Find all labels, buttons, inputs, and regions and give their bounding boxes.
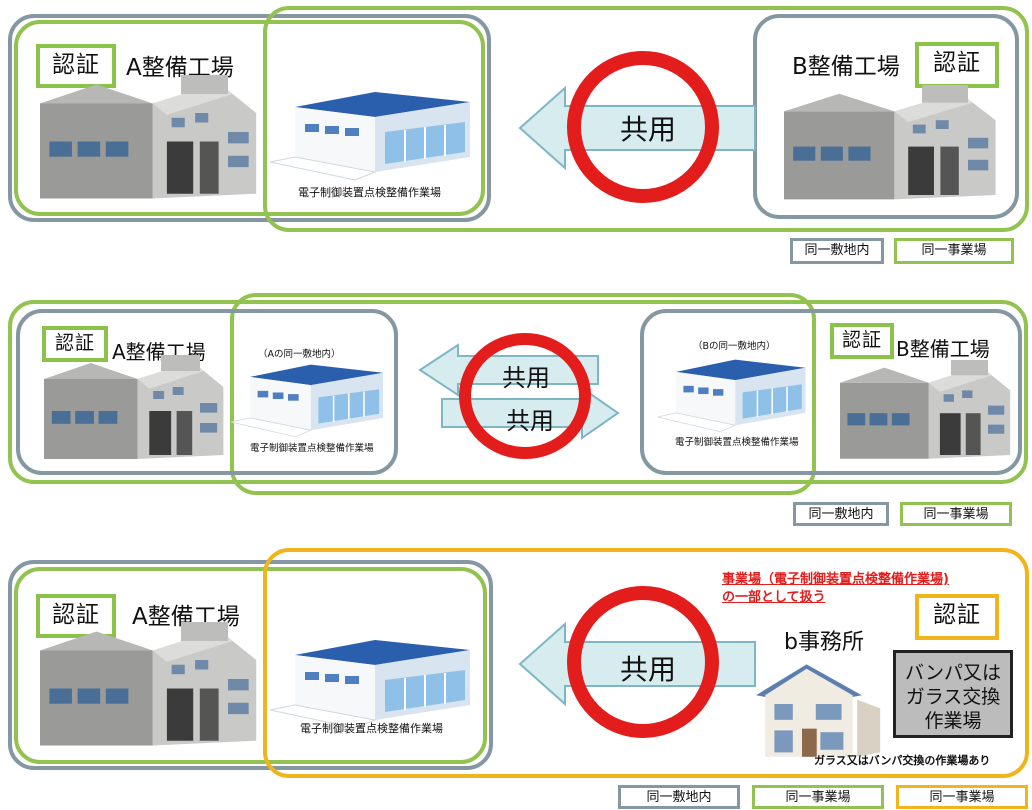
cert-badge-b: 認証	[830, 323, 894, 359]
share-label-bottom: 共用	[506, 407, 554, 435]
prohibited-circle-icon	[567, 51, 719, 203]
bumper-line3: 作業場	[924, 710, 982, 732]
a-business-boundary	[14, 20, 485, 216]
legend-same-site: 同一敷地内	[790, 238, 884, 264]
factory-building-icon	[40, 622, 257, 746]
a-workshop-caption: 電子制御装置点検整備作業場	[250, 443, 374, 454]
share-label-top: 共用	[502, 364, 550, 392]
factory-building-icon	[840, 360, 1011, 459]
a-business-boundary	[14, 567, 487, 764]
b-site-boundary	[640, 309, 1022, 475]
legend-same-site: 同一敷地内	[793, 502, 889, 526]
legend-same-business: 同一事業場	[752, 785, 884, 809]
office-title: b事務所	[784, 630, 864, 655]
red-note-line2: の一部として扱う	[722, 590, 826, 605]
cert-badge-a: 認証	[42, 326, 108, 362]
legend-same-site: 同一敷地内	[618, 785, 740, 809]
prohibited-circle-icon	[567, 586, 719, 738]
workshop-building-icon	[656, 358, 807, 433]
factory-b-title: B整備工場	[792, 54, 900, 80]
cert-badge-a: 認証	[36, 44, 116, 88]
cert-badge-b: 認証	[915, 42, 999, 88]
workshop-caption: 電子制御装置点検整備作業場	[298, 186, 441, 199]
shared-business-boundary	[263, 548, 1029, 778]
b-site-label: （Bの同一敷地内）	[693, 341, 776, 352]
share-label: 共用	[619, 653, 676, 686]
outer-business-boundary	[8, 300, 1028, 484]
cert-badge-a: 認証	[36, 594, 116, 638]
a-site-label: （Aの同一敷地内）	[258, 349, 341, 360]
inner-business-boundary	[230, 293, 816, 495]
red-note-line1: 事業場（電子制御装置点検整備作業場)	[722, 572, 949, 587]
bumper-line1: バンパ又は	[905, 662, 1001, 684]
legend-same-business-shared: 同一事業場	[896, 785, 1028, 809]
legend-same-business: 同一事業場	[894, 238, 1014, 264]
b-workshop-caption: 電子制御装置点検整備作業場	[675, 437, 799, 448]
factory-building-icon	[40, 75, 257, 199]
a-site-boundary	[8, 14, 491, 222]
legend-same-business: 同一事業場	[900, 502, 1012, 526]
bumper-glass-workshop-box: バンパ又は ガラス交換 作業場	[893, 650, 1013, 738]
workshop-building-icon	[269, 91, 471, 181]
shared-business-boundary	[263, 6, 1029, 232]
prohibited-circle-icon	[459, 333, 591, 459]
a-site-boundary	[16, 309, 398, 475]
a-site-boundary	[8, 560, 493, 770]
workshop-caption: 電子制御装置点検整備作業場	[300, 722, 443, 735]
office-note: ガラス又はバンパ交換の作業場あり	[814, 754, 991, 767]
workshop-building-icon	[269, 639, 471, 729]
factory-b-title: B整備工場	[896, 337, 990, 361]
cert-badge-b: 認証	[915, 594, 999, 640]
factory-building-icon	[44, 355, 224, 459]
factory-building-icon	[784, 85, 996, 200]
share-label: 共用	[619, 113, 676, 146]
workshop-building-icon	[230, 363, 384, 438]
bumper-line2: ガラス交換	[905, 686, 1001, 708]
